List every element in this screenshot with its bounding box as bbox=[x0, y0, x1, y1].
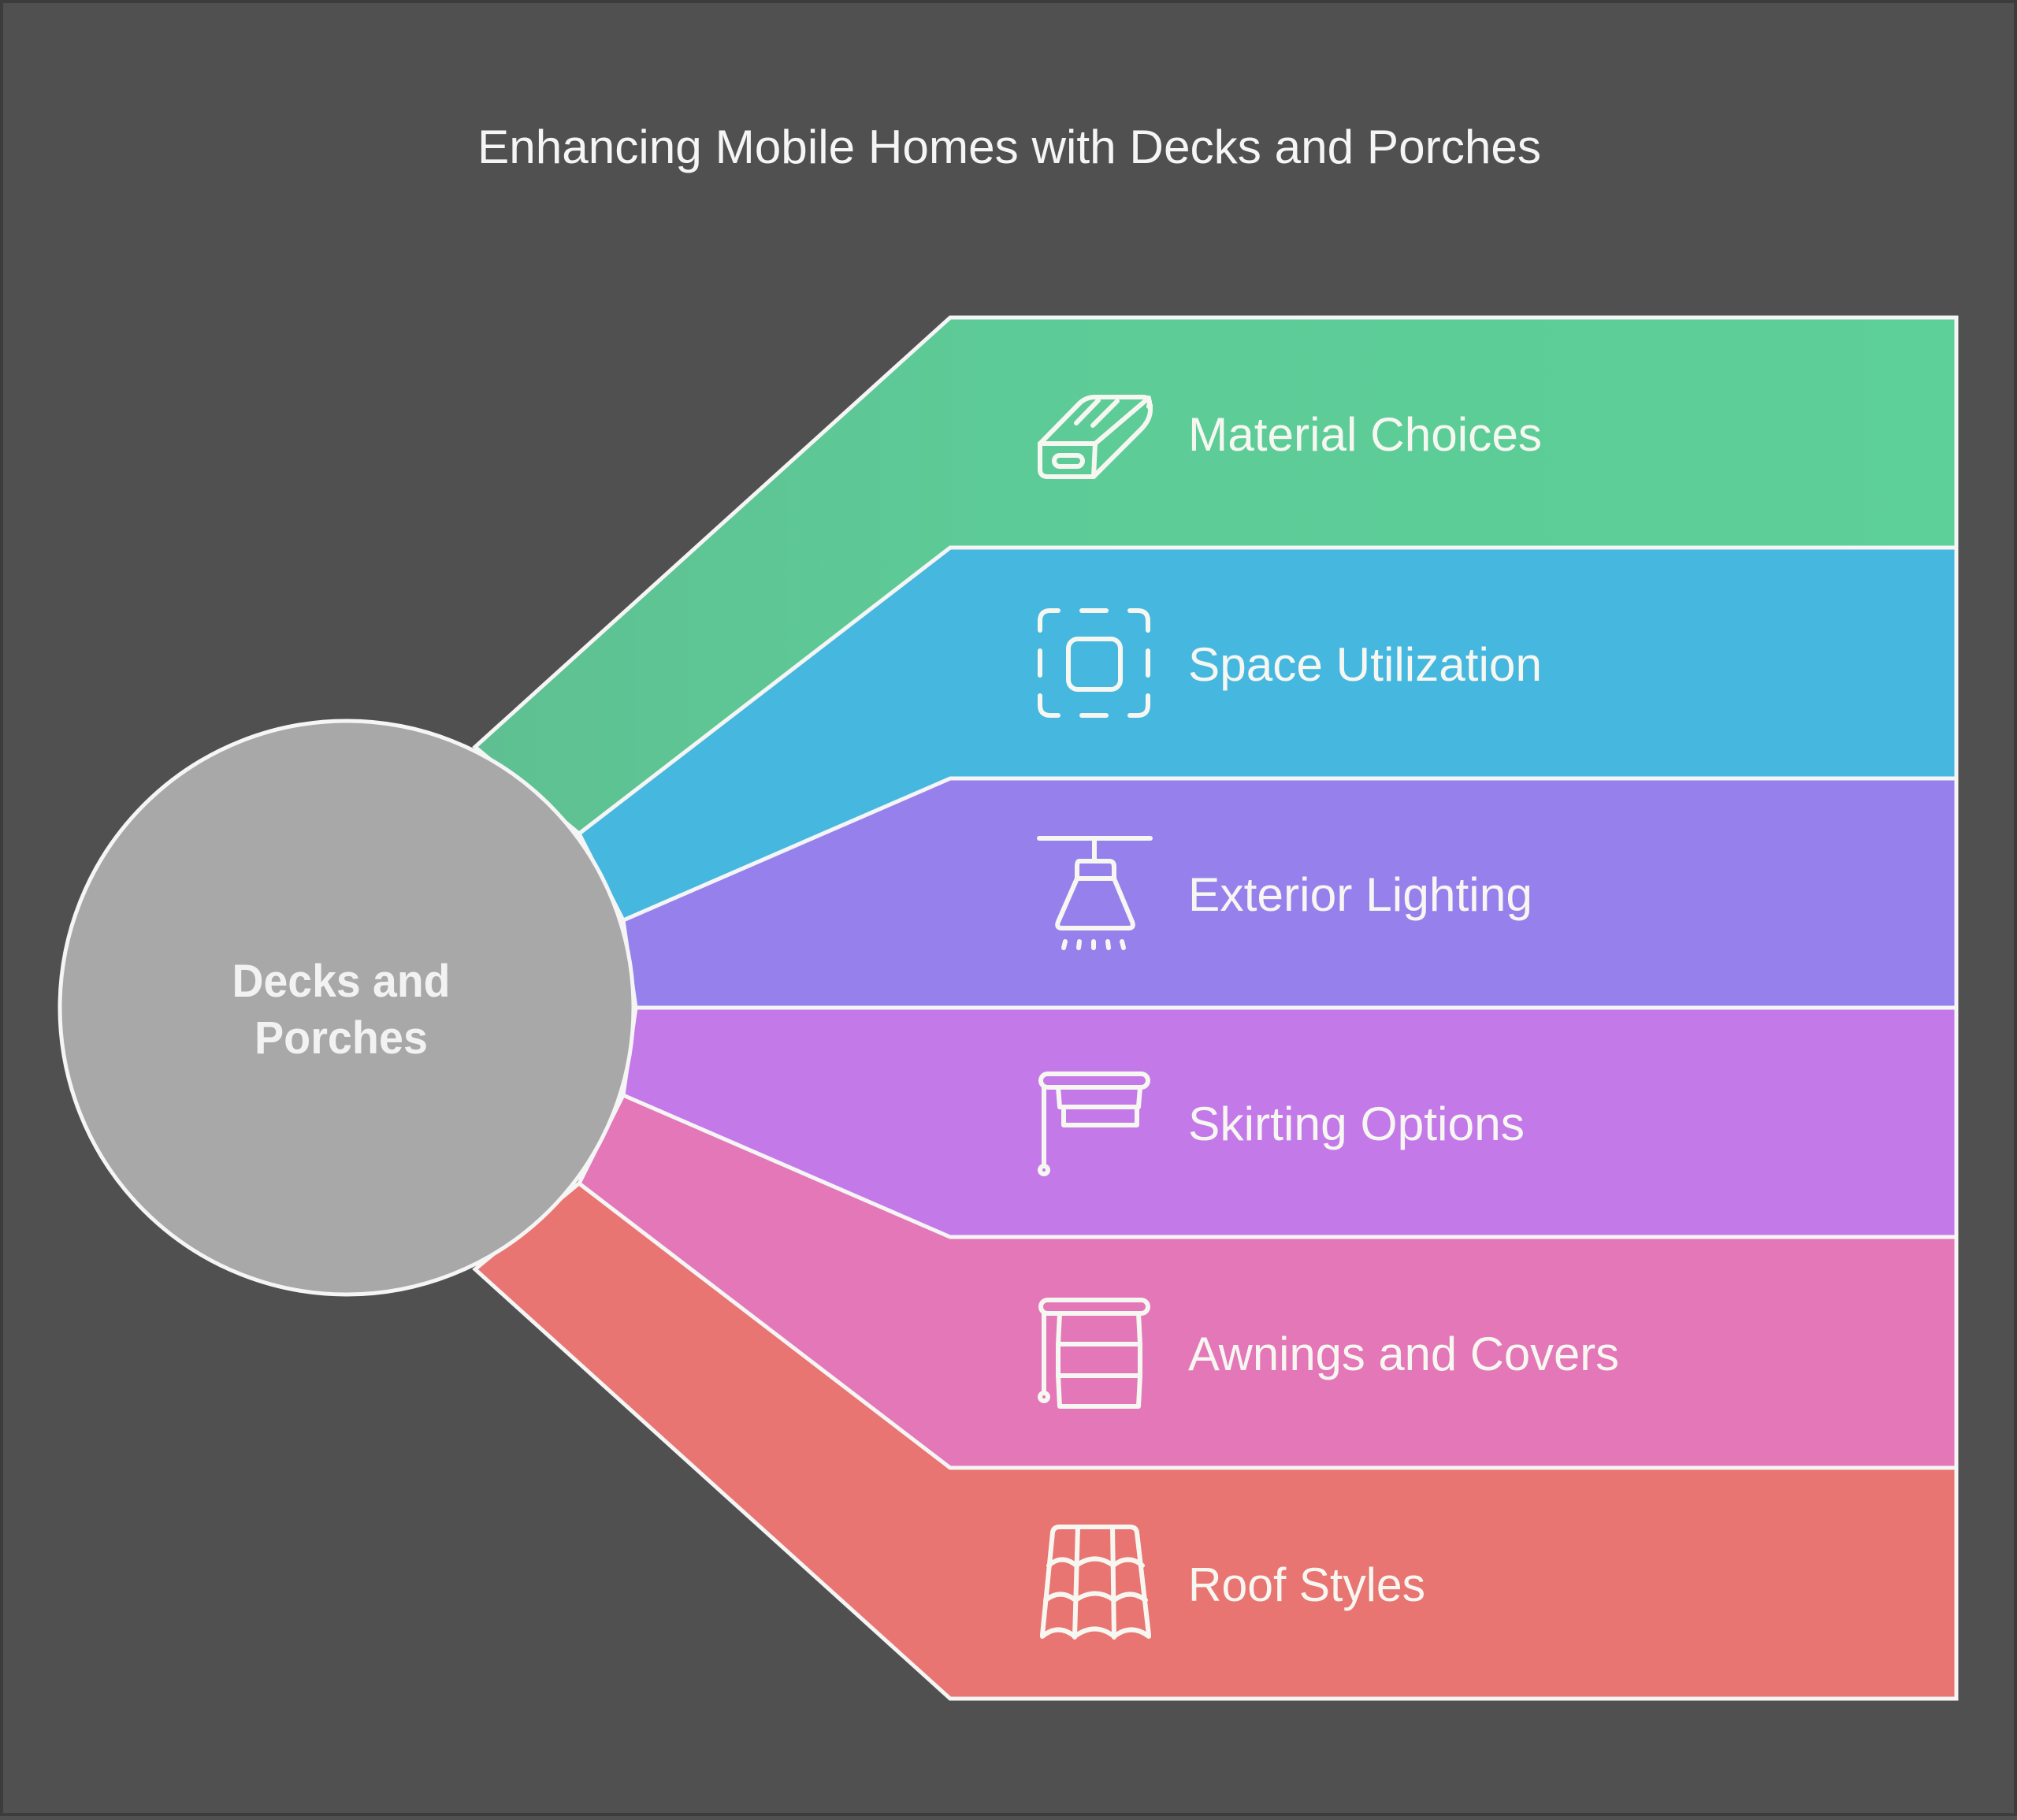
diagram-title: Enhancing Mobile Homes with Decks and Po… bbox=[477, 121, 1541, 173]
band-material-choices[interactable] bbox=[472, 315, 1959, 837]
branch-label-material-choices: Material Choices bbox=[1188, 408, 1542, 461]
hub-node[interactable]: Decks and Porches bbox=[58, 719, 636, 1297]
branch-label-exterior-lighting: Exterior Lighting bbox=[1188, 868, 1532, 921]
window-blind-icon bbox=[1038, 1298, 1150, 1409]
branch-bands bbox=[472, 315, 1959, 1701]
roof-tiles-icon bbox=[1040, 1525, 1151, 1640]
lumber-plank-icon bbox=[1038, 395, 1153, 479]
hub-label-line2: Porches bbox=[254, 1012, 428, 1064]
roller-blind-icon bbox=[1038, 1072, 1150, 1176]
hub-label-line1: Decks and bbox=[232, 956, 451, 1007]
pendant-lamp-icon bbox=[1037, 836, 1153, 950]
branch-label-awnings-and-covers: Awnings and Covers bbox=[1188, 1328, 1619, 1380]
branch-label-space-utilization: Space Utilization bbox=[1188, 638, 1542, 691]
branch-label-skirting-options: Skirting Options bbox=[1188, 1098, 1525, 1150]
dashed-square-icon bbox=[1038, 608, 1150, 718]
branch-label-roof-styles: Roof Styles bbox=[1188, 1558, 1425, 1611]
hub-circle[interactable] bbox=[58, 719, 636, 1297]
